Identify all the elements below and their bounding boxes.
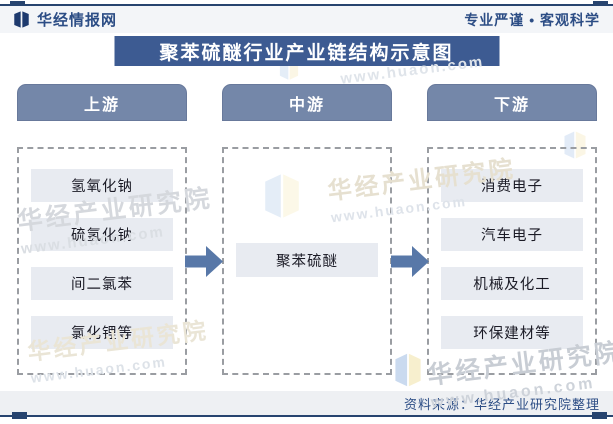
page-title: 聚苯硫醚行业产业链结构示意图 xyxy=(114,36,499,66)
downstream-item-1: 消费电子 xyxy=(441,169,583,202)
footer: 资料来源：华经产业研究院整理 xyxy=(0,391,613,415)
top-rule xyxy=(0,4,613,6)
downstream-item-3: 机械及化工 xyxy=(441,267,583,300)
bottom-rule-left-cap xyxy=(12,412,27,419)
slogan: 专业严谨 • 客观科学 xyxy=(464,11,600,28)
upstream-item-2: 硫氢化钠 xyxy=(31,218,173,251)
top-rule-right-cap xyxy=(593,1,608,7)
upstream-item-3: 间二氯苯 xyxy=(31,267,173,300)
midstream-item-1: 聚苯硫醚 xyxy=(236,243,378,277)
column-header-midstream: 中游 xyxy=(222,84,392,121)
upstream-item-1: 氢氧化钠 xyxy=(31,169,173,202)
column-midstream: 中游 聚苯硫醚 xyxy=(222,84,392,375)
column-downstream: 下游 消费电子 汽车电子 机械及化工 环保建材等 xyxy=(427,84,597,375)
column-upstream: 上游 氢氧化钠 硫氢化钠 间二氯苯 氯化锂等 xyxy=(17,84,187,375)
column-header-upstream: 上游 xyxy=(17,84,187,121)
watermark-logo-icon xyxy=(395,353,421,387)
column-body-downstream: 消费电子 汽车电子 机械及化工 环保建材等 xyxy=(427,147,597,375)
downstream-item-2: 汽车电子 xyxy=(441,218,583,251)
arrow-midstream-to-downstream-icon xyxy=(391,246,429,277)
column-header-downstream: 下游 xyxy=(427,84,597,121)
header: 华经情报网 专业严谨 • 客观科学 xyxy=(0,6,613,33)
bottom-rule xyxy=(0,415,613,417)
bottom-rule-right-cap xyxy=(592,412,607,419)
column-body-midstream: 聚苯硫醚 xyxy=(222,147,392,375)
top-rule-left-cap xyxy=(10,1,25,7)
arrow-upstream-to-midstream-icon xyxy=(185,246,223,277)
column-body-upstream: 氢氧化钠 硫氢化钠 间二氯苯 氯化锂等 xyxy=(17,147,187,375)
huajing-logo-icon xyxy=(14,11,29,28)
downstream-item-4: 环保建材等 xyxy=(441,316,583,349)
brand: 华经情报网 xyxy=(13,9,117,30)
source-note: 资料来源：华经产业研究院整理 xyxy=(403,396,600,412)
brand-name: 华经情报网 xyxy=(37,12,118,29)
upstream-item-4: 氯化锂等 xyxy=(31,316,173,349)
